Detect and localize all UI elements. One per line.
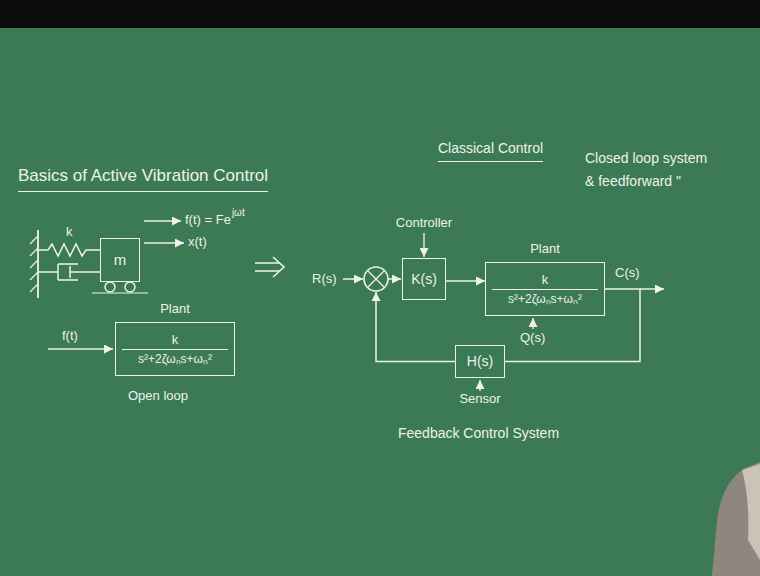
controller-name: K(s) [411, 271, 437, 288]
reference-arrow [343, 278, 363, 280]
transfer-numerator: k [542, 272, 549, 288]
controller-pointer [423, 233, 424, 257]
transfer-denominator: s²+2ζωₙs+ωₙ² [508, 292, 582, 306]
controller-block: ControllerK(s) [402, 258, 446, 300]
exponent-label: jωt [232, 207, 245, 219]
spring-label: k [66, 224, 73, 240]
diagram-caption: Open loop [128, 388, 188, 404]
signal-name: C(s) [615, 265, 640, 281]
transfer-denominator: s²+2ζωₙs+ωₙ² [138, 352, 212, 366]
signal-name: R(s) [312, 271, 337, 287]
block-heading: Plant [530, 241, 560, 257]
error-arrow [388, 278, 401, 280]
damper-symbol [38, 264, 100, 280]
wheel [105, 282, 115, 292]
wall-hatch [30, 236, 38, 292]
plant-block: Plantks²+2ζωₙs+ωₙ² [485, 262, 605, 316]
displacement-label: x(t) [188, 234, 207, 250]
displacement-arrow [144, 242, 184, 244]
sensor-name: H(s) [467, 353, 493, 370]
block-heading: Controller [396, 215, 452, 231]
lecturer-jacket [712, 462, 760, 576]
signal-name: Q(s) [520, 330, 545, 346]
feedback-line [376, 292, 455, 362]
wheel [125, 282, 135, 292]
signal-connector [505, 289, 640, 362]
force-label: f(t) = Fe [185, 212, 231, 228]
summing-cross [368, 271, 384, 287]
diagram-caption: Feedback Control System [398, 425, 559, 442]
signal-name: f(t) [62, 328, 78, 344]
spring-symbol [38, 244, 100, 256]
block-heading: Plant [160, 301, 190, 317]
summing-junction [364, 267, 388, 291]
disturbance-arrow [532, 318, 533, 329]
note-text: & feedforward " [585, 173, 681, 190]
note-text: Closed loop system [585, 150, 707, 167]
top-bar [0, 0, 760, 28]
fraction-bar [492, 289, 598, 290]
lecture-title: Basics of Active Vibration Control [18, 166, 268, 192]
signal-connector [446, 280, 485, 282]
sensor-pointer [479, 380, 480, 391]
mass-block: m [100, 238, 140, 282]
fraction-bar [122, 349, 228, 350]
input-arrow [48, 348, 113, 350]
implies-arrow [255, 257, 284, 277]
output-arrow [640, 288, 664, 290]
sensor-block: H(s)Sensor [455, 345, 505, 378]
plant-block: Plantks²+2ζωₙs+ωₙ² [115, 322, 235, 376]
wall [37, 230, 39, 298]
force-arrow [144, 220, 181, 222]
ground-line [92, 292, 148, 293]
mass-label: m [114, 251, 127, 269]
block-caption: Sensor [459, 391, 500, 407]
transfer-numerator: k [172, 332, 179, 348]
section-heading: Classical Control [438, 140, 543, 162]
lecturer-shirt [742, 464, 760, 560]
